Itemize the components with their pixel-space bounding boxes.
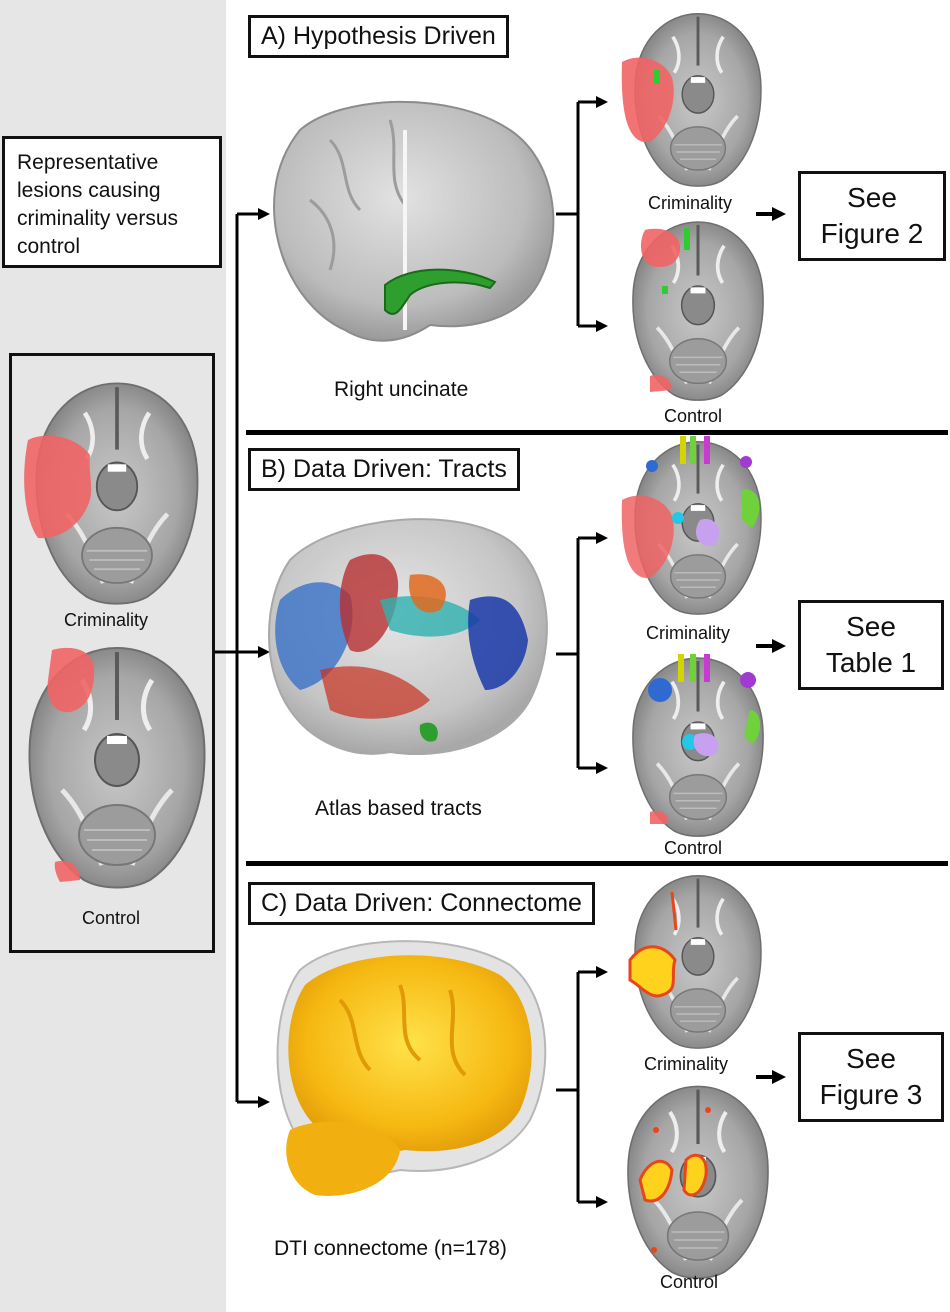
description-line: Representative bbox=[17, 151, 159, 174]
lesion-criminality bbox=[24, 435, 92, 539]
see-figure-2-box: See Figure 2 bbox=[798, 171, 946, 261]
section-divider bbox=[246, 861, 948, 866]
left-control-label: Control bbox=[82, 908, 141, 928]
reference-label: Table 1 bbox=[825, 647, 917, 678]
left-criminality-label: Criminality bbox=[64, 610, 149, 630]
section-a-control-label: Control bbox=[664, 406, 723, 426]
see-figure-3-box: See Figure 3 bbox=[798, 1032, 944, 1122]
uncinate-tract bbox=[384, 268, 497, 315]
reference-label: Figure 2 bbox=[820, 218, 924, 249]
section-divider bbox=[246, 430, 948, 435]
reference-label: Figure 3 bbox=[819, 1079, 923, 1110]
section-a-title: A) Hypothesis Driven bbox=[248, 15, 509, 58]
section-a-criminality-label: Criminality bbox=[648, 193, 733, 213]
section-b-criminality-label: Criminality bbox=[646, 623, 731, 643]
section-c-criminality-label: Criminality bbox=[644, 1054, 729, 1074]
section-c-title: C) Data Driven: Connectome bbox=[248, 882, 595, 925]
section-b-brain-caption: Atlas based tracts bbox=[315, 797, 482, 820]
section-b-control-label: Control bbox=[664, 838, 723, 858]
section-c-control-label: Control bbox=[660, 1272, 719, 1292]
section-c-brain-caption: DTI connectome (n=178) bbox=[274, 1237, 507, 1260]
see-label: See bbox=[846, 611, 896, 642]
section-a-brain-caption: Right uncinate bbox=[334, 378, 469, 401]
see-label: See bbox=[847, 182, 897, 213]
description-line: lesions causing bbox=[17, 179, 161, 202]
lesion-examples-box bbox=[9, 353, 215, 953]
see-table-1-box: See Table 1 bbox=[798, 600, 944, 690]
description-box: Representative lesions causing criminali… bbox=[2, 136, 222, 268]
lesion-control-back bbox=[54, 860, 80, 882]
see-label: See bbox=[846, 1043, 896, 1074]
description-line: control bbox=[17, 235, 81, 258]
description-line: criminality versus bbox=[17, 207, 179, 230]
lesion-control-front bbox=[47, 647, 95, 713]
section-b-title: B) Data Driven: Tracts bbox=[248, 448, 520, 491]
